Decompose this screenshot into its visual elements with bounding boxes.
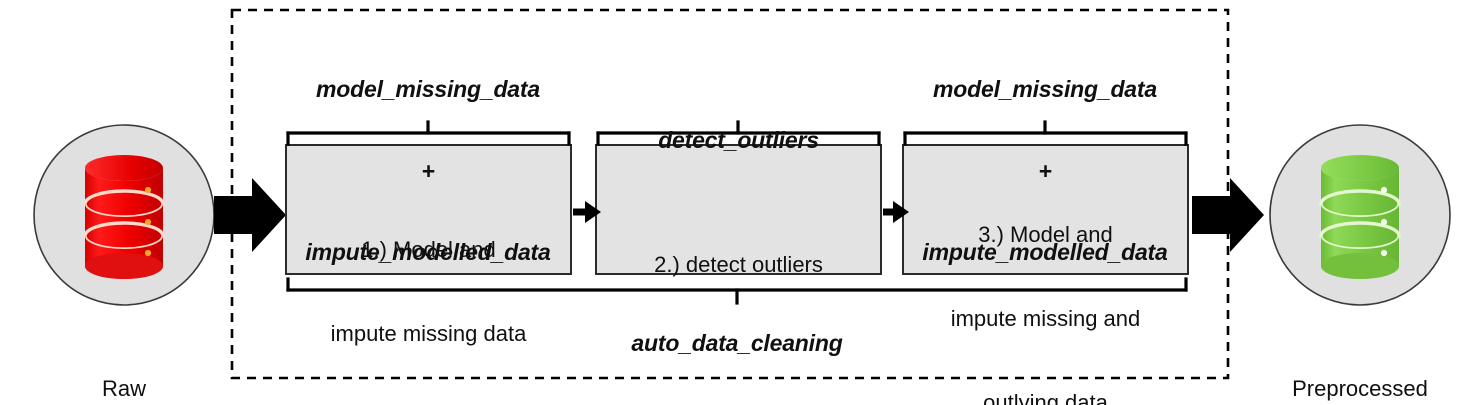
step-2-function-label: detect_outliers [596, 73, 881, 209]
raw-data-node [33, 124, 215, 306]
step-3-function-line1: model_missing_data [933, 76, 1157, 103]
step-3-function-line2: impute_modelled_data [922, 239, 1168, 265]
step-1-function-line2: impute_modelled_data [305, 239, 551, 265]
step-1-function-plus: + [421, 157, 435, 184]
arrow-step1-to-step2 [573, 201, 601, 223]
database-icon [1319, 155, 1401, 279]
step-1-box-text: 1.) Model and impute missing data [288, 180, 569, 404]
step-2-box-text: 2.) detect outliers [598, 195, 879, 335]
step-3-function-label: model_missing_data + impute_modelled_dat… [895, 22, 1195, 320]
arrow-step2-to-step3 [883, 201, 909, 223]
step-1-box-line1: 1.) Model and [361, 236, 496, 262]
auto-data-cleaning-label: auto_data_cleaning [631, 330, 843, 356]
step-3-box-line1: 3.) Model and [978, 221, 1113, 247]
brace-step-3 [903, 120, 1188, 146]
brace-step-1 [286, 120, 571, 146]
preprocessed-data-node [1269, 124, 1451, 306]
preprocessed-data-caption-line1: Preprocessed [1292, 376, 1428, 402]
brace-auto-data-cleaning [286, 277, 1188, 305]
brace-step-2 [596, 120, 881, 146]
arrow-raw-to-pipeline [214, 178, 286, 252]
step-1-function-label: model_missing_data + impute_modelled_dat… [278, 22, 578, 320]
preprocessed-data-caption: Preprocessed data [1262, 318, 1458, 405]
step-3-box[interactable] [902, 144, 1189, 275]
step-1-function-line1: model_missing_data [316, 76, 540, 103]
step-3-box-line3: outlying data [983, 389, 1108, 405]
raw-data-caption: Raw data [34, 318, 214, 405]
step-3-box-line2: impute missing and [950, 305, 1141, 331]
step-1-box[interactable] [285, 144, 572, 275]
step-2-box-line1: 2.) detect outliers [654, 251, 823, 277]
arrow-pipeline-to-preprocessed [1192, 178, 1264, 252]
step-3-box-text: 3.) Model and impute missing and outlyin… [905, 165, 1186, 405]
step-3-function-plus: + [1038, 157, 1052, 184]
step-2-function-line1: detect_outliers [658, 127, 819, 154]
raw-data-caption-line1: Raw [101, 376, 146, 402]
pipeline-container-border [230, 8, 1230, 380]
step-2-box[interactable] [595, 144, 882, 275]
database-icon [83, 155, 165, 279]
step-1-box-line2: impute missing data [330, 320, 527, 346]
